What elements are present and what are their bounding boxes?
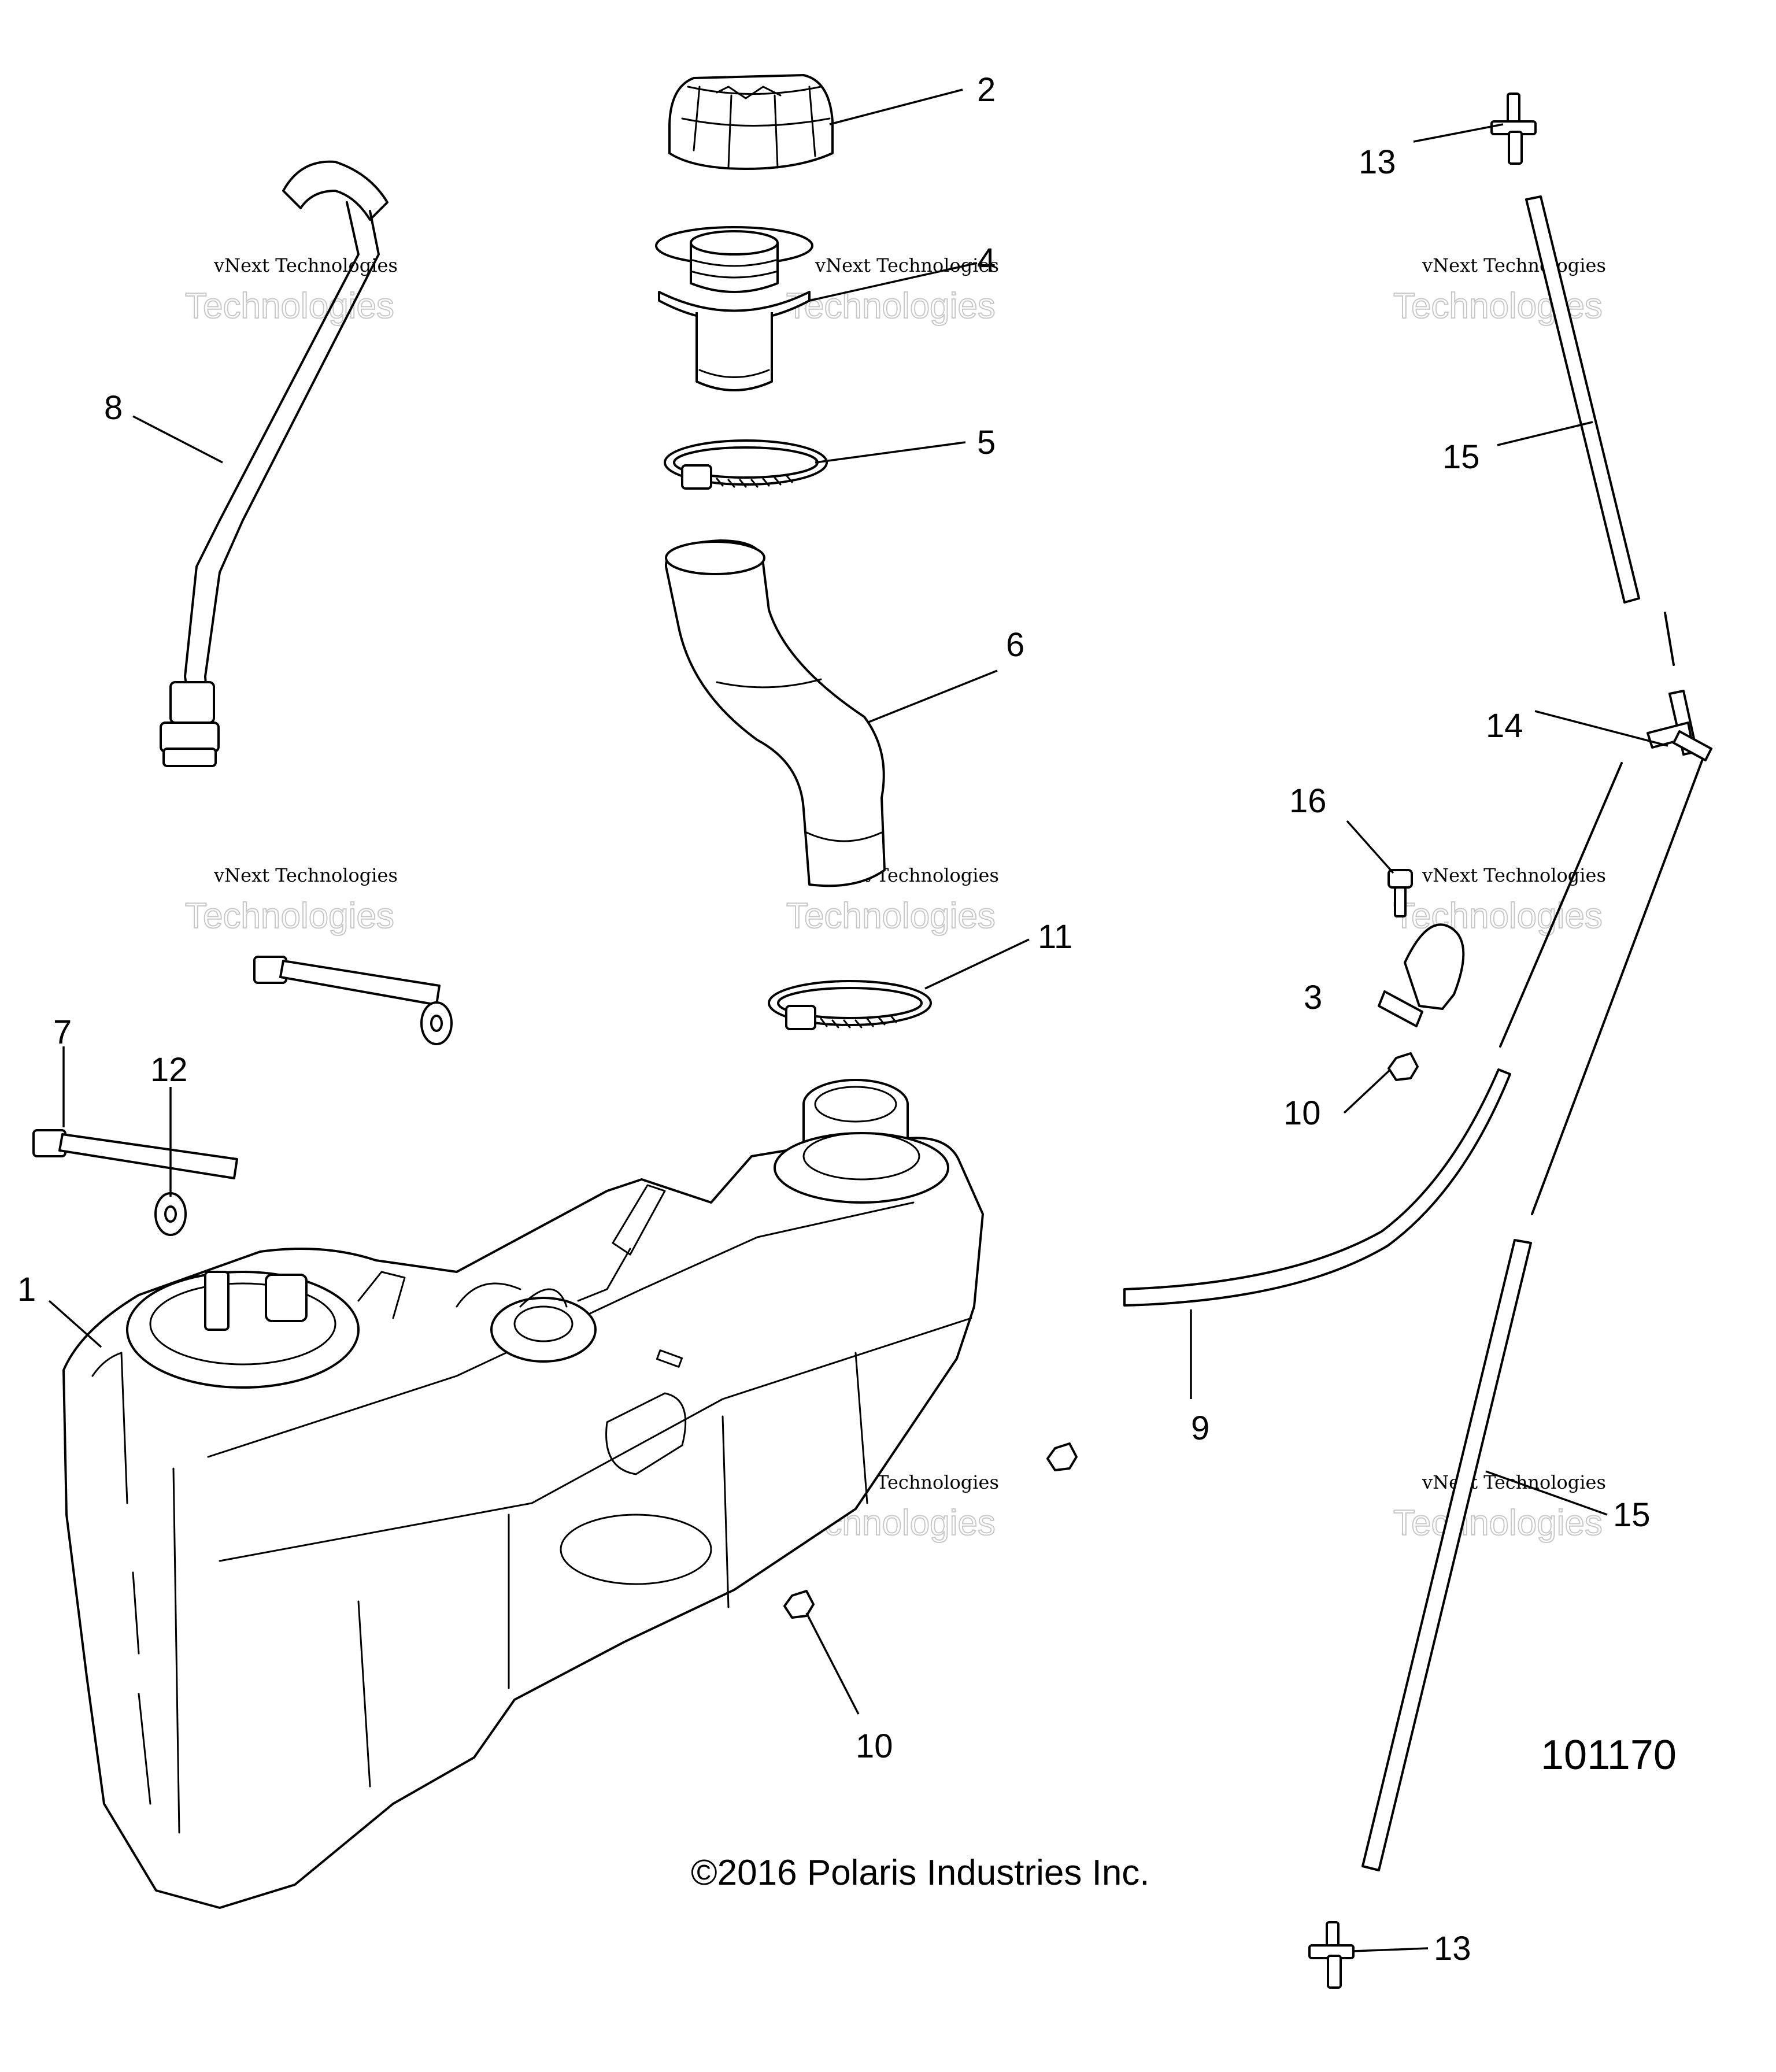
leader-lines bbox=[48, 88, 1668, 1952]
copyright-notice: ©2016 Polaris Industries Inc. bbox=[691, 1853, 1150, 1893]
callout-3: 3 bbox=[1304, 979, 1322, 1016]
part-fuel-line bbox=[160, 160, 388, 767]
part-fuel-tank bbox=[62, 1079, 984, 1909]
watermark-text: vNext Technologies bbox=[1422, 864, 1606, 886]
part-washer-upper bbox=[420, 1001, 453, 1045]
part-bolt-lower bbox=[32, 1129, 238, 1179]
callout-16: 16 bbox=[1289, 782, 1327, 820]
watermark-text: vNext Technologies bbox=[213, 254, 398, 276]
part-hose-clamp-lower bbox=[768, 980, 932, 1030]
callout-12: 12 bbox=[150, 1051, 188, 1089]
part-nut-right bbox=[1388, 1052, 1419, 1081]
callout-5: 5 bbox=[977, 424, 996, 461]
part-fitting-bottom bbox=[1308, 1921, 1355, 1989]
part-vent-hose-upper bbox=[1525, 195, 1640, 604]
watermark: Technologies vNext Technologies bbox=[786, 254, 999, 327]
part-fuel-cap bbox=[668, 74, 834, 170]
callout-labels: 2 4 5 6 11 8 7 12 1 13 15 14 16 3 10 9 1… bbox=[17, 71, 1651, 1967]
part-filler-hose bbox=[664, 539, 886, 887]
part-filler-neck bbox=[655, 226, 813, 391]
callout-13-top: 13 bbox=[1359, 143, 1396, 181]
watermark-outline-text: Technologies bbox=[185, 286, 394, 326]
callout-9: 9 bbox=[1191, 1409, 1209, 1447]
callout-11: 11 bbox=[1038, 918, 1072, 956]
watermark: Technologies vNext Technologies bbox=[786, 864, 999, 937]
callout-1: 1 bbox=[17, 1271, 36, 1308]
callout-13-bottom: 13 bbox=[1434, 1930, 1471, 1967]
watermark: Technologies vNext Technologies bbox=[1393, 254, 1606, 327]
callout-8: 8 bbox=[104, 389, 123, 427]
watermark: Technologies vNext Technologies bbox=[184, 254, 398, 327]
watermark: Technologies vNext Technologies bbox=[184, 864, 398, 937]
callout-6: 6 bbox=[1006, 626, 1024, 664]
callout-15-bottom: 15 bbox=[1613, 1496, 1651, 1534]
vent-hose-break-lines bbox=[1499, 612, 1707, 1215]
part-nut-tank bbox=[1046, 1442, 1078, 1471]
callout-4: 4 bbox=[977, 242, 996, 279]
watermark: Technologies vNext Technologies bbox=[1393, 1471, 1606, 1544]
watermark-outline-text: Technologies bbox=[786, 286, 996, 326]
callout-10-bottom: 10 bbox=[856, 1727, 893, 1765]
part-bolt-upper bbox=[253, 956, 441, 1006]
watermark-outline-text: Technologies bbox=[1393, 1503, 1603, 1543]
part-fuel-hose bbox=[1123, 1068, 1511, 1307]
part-washer-lower bbox=[154, 1192, 187, 1236]
callout-7: 7 bbox=[53, 1013, 72, 1051]
part-p-clamp bbox=[1378, 923, 1465, 1027]
callout-14: 14 bbox=[1486, 707, 1523, 745]
watermark-outline-text: Technologies bbox=[185, 896, 394, 936]
watermark-text: vNext Technologies bbox=[1422, 254, 1606, 276]
part-tee-fitting bbox=[1646, 690, 1712, 761]
part-fitting-top bbox=[1490, 92, 1537, 165]
watermark-outline-text: Technologies bbox=[786, 896, 996, 936]
callout-15-top: 15 bbox=[1442, 438, 1480, 476]
figure-number: 101170 bbox=[1541, 1732, 1677, 1778]
watermark-outline-text: Technologies bbox=[1393, 896, 1603, 936]
callout-10-right: 10 bbox=[1283, 1094, 1321, 1132]
part-hose-clamp-upper bbox=[664, 439, 828, 490]
part-bolt-small bbox=[1388, 869, 1413, 917]
watermark-text: vNext Technologies bbox=[213, 864, 398, 886]
callout-2: 2 bbox=[977, 71, 996, 109]
part-nut-bottom bbox=[783, 1590, 815, 1619]
part-vent-hose-lower bbox=[1361, 1239, 1532, 1871]
